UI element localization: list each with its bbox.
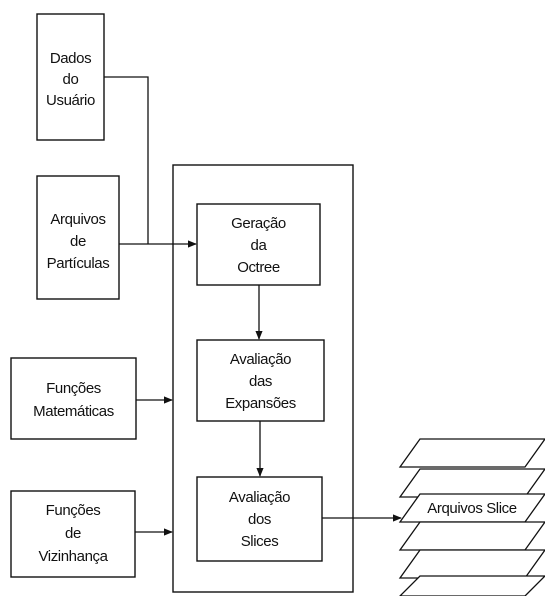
svg-text:Avaliação: Avaliação [230, 351, 291, 368]
slice-plate-4 [398, 521, 545, 551]
svg-text:Matemáticas: Matemáticas [33, 403, 114, 420]
svg-text:Geração: Geração [231, 215, 286, 232]
svg-text:das: das [249, 373, 272, 390]
node-avaliacao-expansoes: Avaliação das Expansões [196, 339, 325, 422]
svg-text:de: de [65, 525, 81, 542]
node-funcoes-vizinhanca: Funções de Vizinhança [10, 490, 136, 578]
slice-plate-5 [398, 549, 545, 579]
svg-text:Dados: Dados [50, 50, 91, 67]
svg-text:Vizinhança: Vizinhança [38, 548, 108, 565]
node-avaliacao-slices: Avaliação dos Slices [196, 476, 323, 562]
node-dados-usuario: Dados do Usuário [36, 13, 105, 141]
connector-dados-to-merge [104, 76, 149, 244]
slice-plate-6 [398, 575, 545, 597]
svg-text:Avaliação: Avaliação [229, 489, 290, 506]
svg-text:da: da [251, 237, 268, 254]
slice-plate-2 [398, 468, 545, 498]
svg-text:Partículas: Partículas [47, 255, 110, 272]
svg-text:de: de [70, 233, 86, 250]
node-arquivos-particulas: Arquivos de Partículas [36, 175, 120, 300]
svg-text:Slices: Slices [241, 533, 279, 550]
svg-text:Funções: Funções [46, 380, 101, 397]
svg-text:Octree: Octree [237, 259, 280, 276]
svg-text:Expansões: Expansões [225, 395, 296, 412]
node-geracao-octree: Geração da Octree [196, 203, 321, 286]
node-funcoes-matematicas: Funções Matemáticas [10, 357, 137, 440]
svg-text:Arquivos: Arquivos [50, 211, 105, 228]
arquivos-slice-label: Arquivos Slice [427, 500, 516, 517]
svg-text:dos: dos [248, 511, 271, 528]
slice-file-stack: Arquivos Slice [398, 438, 545, 597]
svg-text:Funções: Funções [46, 502, 101, 519]
svg-text:Usuário: Usuário [46, 92, 95, 109]
svg-text:do: do [63, 71, 79, 88]
slice-plate-1 [398, 438, 545, 468]
